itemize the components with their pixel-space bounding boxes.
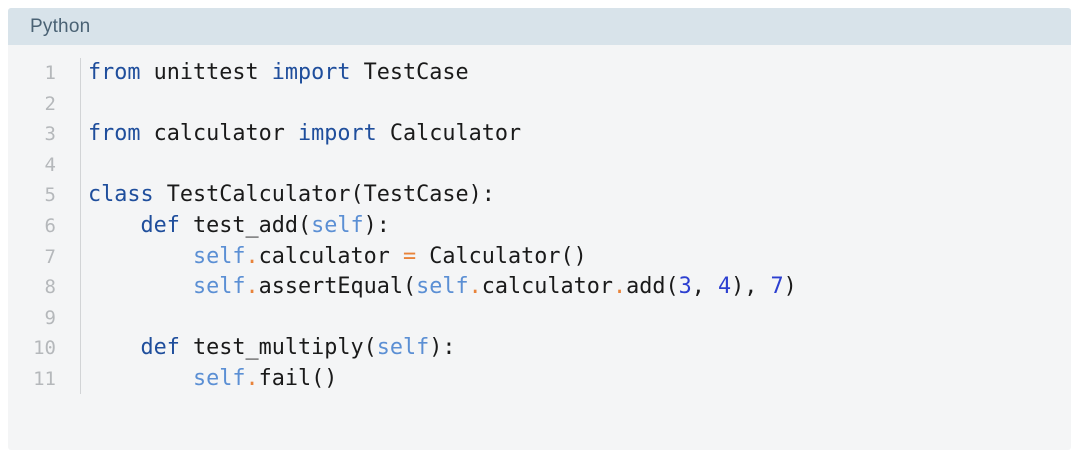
code-block-panel: Python 1 from unittest import TestCase 2 3 f…: [8, 8, 1071, 450]
line-number: 10: [33, 337, 56, 360]
line-content: self.assertEqual(self.calculator.add(3, …: [88, 272, 797, 303]
token-num: 4: [717, 274, 732, 300]
line-content: def test_add(self):: [88, 211, 390, 242]
line-number: 6: [44, 214, 56, 237]
line-number: 8: [44, 276, 56, 299]
token-kw: def: [140, 212, 180, 238]
token-plain: test_multiply(: [179, 335, 377, 361]
token-kw: import: [297, 121, 377, 147]
token-plain: Calculator(): [416, 243, 587, 269]
line-content: def test_multiply(self):: [88, 333, 456, 364]
line-content: from unittest import TestCase: [88, 58, 469, 89]
code-line: 10 def test_multiply(self):: [8, 333, 1071, 364]
token-plain: Calculator: [376, 121, 522, 147]
token-plain: ):: [363, 212, 390, 238]
token-plain: fail(): [258, 365, 338, 391]
token-plain: ,: [691, 274, 718, 300]
token-op: .: [468, 274, 482, 300]
token-self: self: [192, 274, 246, 300]
token-plain: calculator: [140, 121, 298, 147]
line-content: class TestCalculator(TestCase):: [88, 180, 495, 211]
token-op: .: [245, 243, 259, 269]
token-kw: from: [88, 121, 141, 147]
code-line: 8 self.assertEqual(self.calculator.add(3…: [8, 272, 1071, 303]
token-plain: ):: [429, 335, 456, 361]
line-number: 2: [44, 92, 56, 115]
code-line: 1 from unittest import TestCase: [8, 58, 1071, 89]
token-self: self: [376, 335, 430, 361]
token-plain: TestCalculator(TestCase):: [153, 182, 495, 208]
line-content: self.fail(): [88, 364, 337, 395]
token-plain: TestCase: [350, 60, 469, 85]
token-self: self: [192, 243, 246, 269]
token-self: self: [311, 212, 364, 238]
code-line: 7 self.calculator = Calculator(): [8, 242, 1071, 273]
code-line-list: 1 from unittest import TestCase 2 3 from cal…: [8, 58, 1071, 395]
gutter-divider: [80, 58, 81, 394]
token-kw: from: [88, 60, 141, 85]
token-plain: add(: [626, 274, 679, 300]
token-plain: ): [783, 274, 797, 300]
language-label: Python: [30, 15, 91, 37]
token-kw: def: [140, 335, 180, 361]
token-plain: [88, 213, 141, 238]
line-number: 4: [44, 153, 56, 176]
code-line: 5 class TestCalculator(TestCase):: [8, 180, 1071, 211]
code-line: 11 self.fail(): [8, 364, 1071, 395]
code-line: 6 def test_add(self):: [8, 211, 1071, 242]
token-num: 7: [770, 274, 784, 300]
line-content: from calculator import Calculator: [88, 119, 521, 150]
line-number: 11: [33, 367, 56, 390]
token-op: .: [245, 365, 259, 391]
token-plain: unittest: [140, 60, 272, 85]
token-plain: calculator: [481, 274, 613, 300]
token-plain: [88, 335, 141, 360]
code-line: 3 from calculator import Calculator: [8, 119, 1071, 150]
token-plain: ),: [731, 274, 771, 300]
token-kw: import: [271, 60, 351, 85]
line-number: 7: [44, 245, 56, 268]
token-op: .: [245, 274, 259, 300]
token-plain: assertEqual(: [258, 274, 417, 300]
code-line: 4: [8, 150, 1071, 181]
token-plain: [88, 244, 193, 269]
line-number: 9: [44, 306, 56, 329]
line-number: 3: [44, 123, 56, 146]
line-number: 5: [44, 184, 56, 207]
token-self: self: [416, 274, 469, 300]
line-number: 1: [44, 62, 56, 84]
token-plain: test_add(: [179, 212, 312, 238]
code-block-header: Python: [8, 8, 1071, 45]
token-op: .: [612, 274, 627, 300]
code-line: 9: [8, 303, 1071, 334]
token-self: self: [192, 365, 246, 391]
code-line: 2: [8, 89, 1071, 120]
line-content: self.calculator = Calculator(): [88, 242, 587, 273]
token-kw: class: [88, 182, 154, 208]
token-op: =: [402, 243, 417, 269]
token-plain: [88, 366, 193, 391]
code-area[interactable]: 1 from unittest import TestCase 2 3 from cal…: [8, 45, 1071, 395]
token-num: 3: [678, 274, 692, 300]
token-plain: [88, 274, 193, 299]
token-plain: calculator: [258, 243, 403, 269]
